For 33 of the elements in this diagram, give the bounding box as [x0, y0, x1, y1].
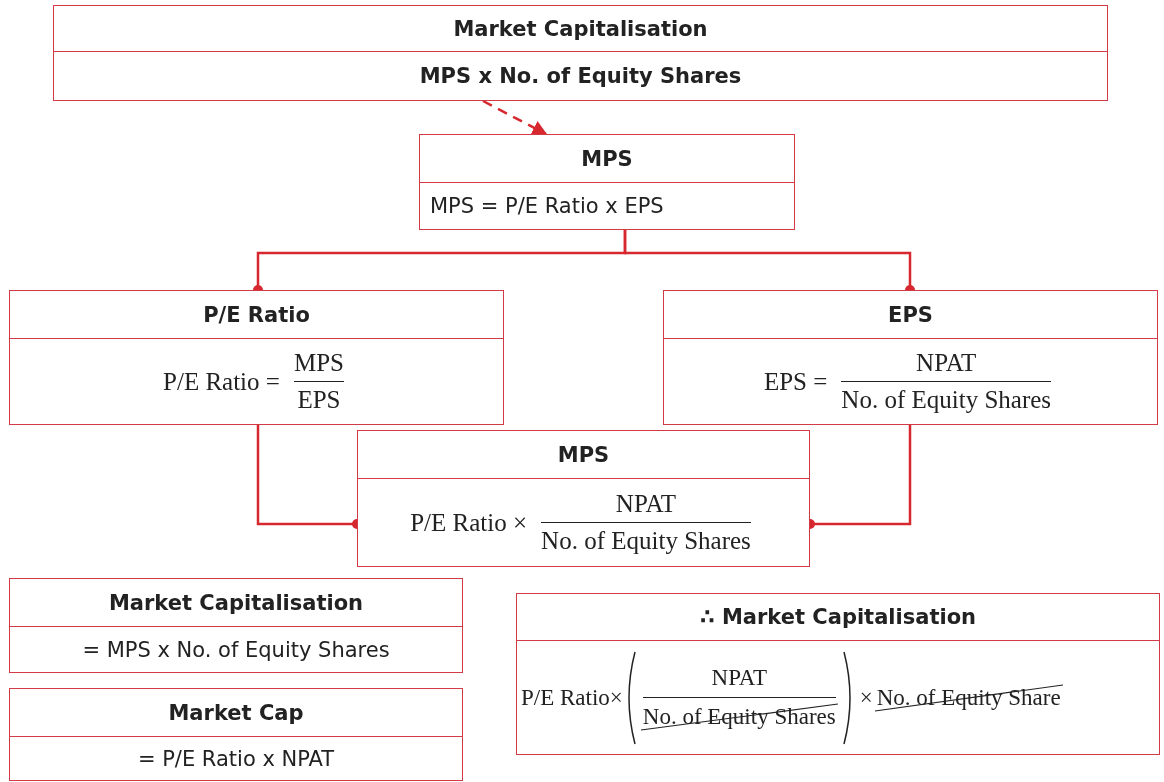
- numerator-text: NPAT: [916, 348, 977, 377]
- denominator-text: EPS: [297, 386, 341, 415]
- box-heading: Market Cap: [168, 700, 304, 725]
- formula-text: P/E Ratio×: [521, 684, 623, 711]
- numerator-text: NPAT: [711, 664, 767, 691]
- formula-text: P/E Ratio ×: [410, 508, 528, 537]
- denominator-text: No. of Equity Shares: [541, 527, 751, 556]
- formula-text: = P/E Ratio x NPAT: [137, 746, 335, 771]
- formula-box: [663, 290, 1158, 425]
- formula-box: [9, 688, 463, 781]
- formula-box: [419, 134, 795, 230]
- formula-box: [516, 593, 1160, 755]
- formula-text: MPS x No. of Equity Shares: [419, 64, 742, 88]
- box-heading: MPS: [557, 442, 610, 467]
- formula-text: MPS = P/E Ratio x EPS: [430, 194, 664, 218]
- box-heading: MPS: [581, 146, 633, 171]
- box-heading: Market Capitalisation: [453, 16, 708, 41]
- multiply-sign: ×: [859, 684, 873, 711]
- box-heading: Market Capitalisation: [108, 590, 364, 615]
- box-heading: EPS: [888, 302, 933, 327]
- formula-box: [357, 430, 810, 567]
- formula-box: [53, 5, 1108, 101]
- formula-text: = MPS x No. of Equity Shares: [82, 637, 390, 662]
- box-heading: P/E Ratio: [203, 302, 310, 327]
- formula-text: EPS =: [763, 367, 828, 396]
- denominator-text: No. of Equity Shares: [841, 386, 1052, 415]
- box-heading: ∴ Market Capitalisation: [699, 605, 976, 629]
- formula-text: P/E Ratio =: [163, 367, 280, 396]
- arrow: [482, 99, 548, 136]
- formula-box: [9, 578, 463, 673]
- formula-box: [9, 290, 504, 425]
- numerator-text: MPS: [293, 348, 344, 377]
- numerator-text: NPAT: [615, 489, 677, 518]
